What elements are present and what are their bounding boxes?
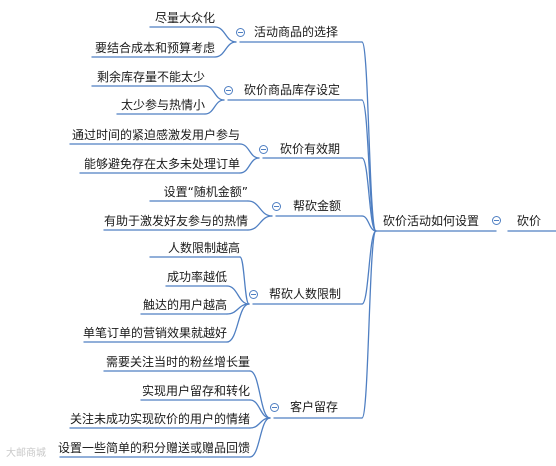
leaf-label[interactable]: 触达的用户越高	[142, 298, 227, 312]
main-node-label[interactable]: 砍价活动如何设置	[383, 214, 480, 228]
leaf-label[interactable]: 单笔订单的营销效果就越好	[82, 326, 227, 340]
collapse-toggle-icon[interactable]	[249, 290, 258, 299]
branch-label-validity[interactable]: 砍价有效期	[280, 142, 341, 156]
collapse-toggle-icon[interactable]	[492, 216, 501, 225]
leaf-label[interactable]: 剩余库存量不能太少	[96, 70, 205, 84]
leaf-connector	[214, 26, 237, 43]
collapse-toggle-icon[interactable]	[224, 86, 233, 95]
leaf-label[interactable]: 太少参与热情小	[120, 98, 205, 112]
root-node-label[interactable]: 砍价	[517, 214, 542, 228]
leaf-connector	[204, 99, 225, 115]
leaf-connector	[226, 303, 250, 343]
collapse-toggle-icon[interactable]	[236, 28, 245, 37]
leaf-label[interactable]: 有助于激发好友参与的热情	[103, 214, 248, 228]
watermark: 大邮商城	[6, 448, 46, 459]
collapse-toggle-icon[interactable]	[272, 202, 281, 211]
leaf-connector	[239, 157, 260, 174]
collapse-toggle-icon[interactable]	[259, 145, 268, 154]
leaf-label[interactable]: 设置“随机金额”	[163, 185, 248, 199]
leaf-label[interactable]: 能够避免存在太多未处理订单	[83, 157, 240, 171]
leaf-connector	[226, 285, 250, 305]
leaf-label[interactable]: 实现用户留存和转化	[141, 384, 250, 398]
leaf-connector	[204, 85, 225, 101]
leaf-label[interactable]: 关注未成功实现砍价的用户的情绪	[69, 412, 250, 426]
leaf-label[interactable]: 设置一些简单的积分赠送或赠品回馈	[57, 441, 250, 455]
leaf-connector	[214, 41, 237, 58]
leaf-label[interactable]: 人数限制越高	[167, 241, 240, 255]
leaf-connector	[249, 399, 271, 419]
leaf-label[interactable]: 通过时间的紧迫感激发用户参与	[71, 128, 240, 142]
leaf-connector	[239, 143, 260, 159]
leaf-connector	[247, 215, 273, 231]
leaf-connector	[249, 370, 271, 419]
branch-connector	[361, 215, 377, 232]
branch-label-help-amount[interactable]: 帮砍金额	[293, 199, 342, 213]
leaf-connector	[249, 417, 271, 458]
leaf-label[interactable]: 成功率越低	[166, 270, 227, 284]
leaf-label[interactable]: 尽量大众化	[154, 11, 215, 25]
branch-label-helper-limit[interactable]: 帮砍人数限制	[269, 287, 342, 301]
leaf-label[interactable]: 需要关注当时的粉丝增长量	[105, 355, 250, 369]
branch-connector	[361, 157, 377, 232]
branch-label-item-selection[interactable]: 活动商品的选择	[254, 25, 339, 39]
branch-connector	[361, 99, 377, 232]
leaf-connector	[247, 200, 273, 217]
branch-connector	[361, 230, 377, 419]
leaf-label[interactable]: 要结合成本和预算考虑	[94, 41, 215, 55]
branch-label-retention[interactable]: 客户留存	[290, 400, 339, 414]
branch-label-stock-setting[interactable]: 砍价商品库存设定	[244, 83, 341, 97]
leaf-connector	[239, 256, 250, 305]
branch-connector	[361, 41, 377, 232]
collapse-toggle-icon[interactable]	[270, 403, 279, 412]
branch-connector	[361, 230, 377, 305]
